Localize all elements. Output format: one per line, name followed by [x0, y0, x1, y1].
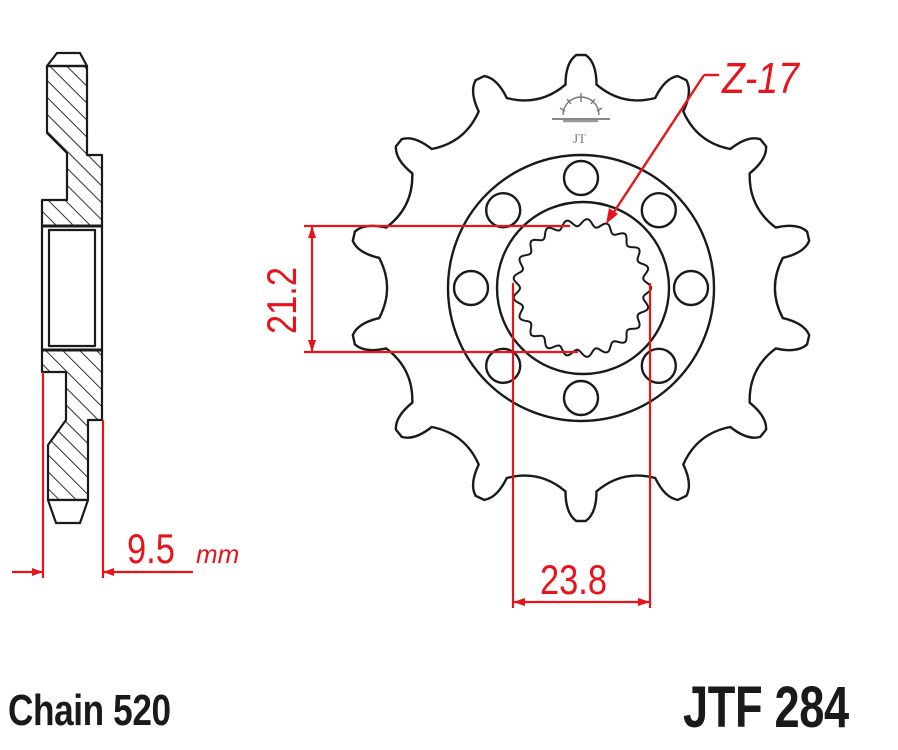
bolt-hole	[562, 159, 600, 197]
thickness-value: 9.5	[127, 526, 175, 573]
upper-section	[40, 64, 104, 228]
top-tooth-chamfer	[45, 51, 89, 68]
spline-outer-dimension	[511, 283, 652, 608]
spline-inner-value: 21.2	[259, 267, 306, 334]
bolt-hole	[640, 347, 677, 384]
part-number-label: JTF 284	[683, 675, 849, 740]
bottom-tooth-chamfer	[46, 498, 90, 525]
thickness-unit: mm	[196, 539, 239, 569]
sprocket-teeth-outline	[351, 53, 811, 523]
bolt-hole	[485, 191, 522, 229]
bolt-hole	[562, 379, 600, 417]
chain-size-label: Chain 520	[8, 686, 171, 735]
tooth-count-label: Z-17	[721, 53, 800, 103]
spline-bore	[512, 218, 653, 358]
svg-text:JT: JT	[573, 131, 586, 146]
bolt-hole	[485, 347, 522, 384]
sprocket-front-view	[351, 53, 811, 523]
side-profile-view	[40, 51, 104, 525]
thickness-dimension	[12, 372, 193, 578]
bolt-holes	[452, 159, 710, 417]
spline-outer-value: 23.8	[540, 557, 607, 604]
hub-bore-inner	[47, 228, 97, 348]
hub-inner-circle	[495, 200, 671, 376]
bolt-hole	[672, 269, 710, 307]
bolt-hole	[640, 191, 677, 229]
bolt-ring-outer	[446, 153, 716, 423]
tooth-count-leader	[606, 73, 719, 224]
jt-sunburst-logo: JT	[552, 93, 610, 146]
lower-section	[40, 348, 104, 502]
spline-inner-dimension	[304, 224, 578, 354]
bolt-hole	[452, 269, 490, 307]
